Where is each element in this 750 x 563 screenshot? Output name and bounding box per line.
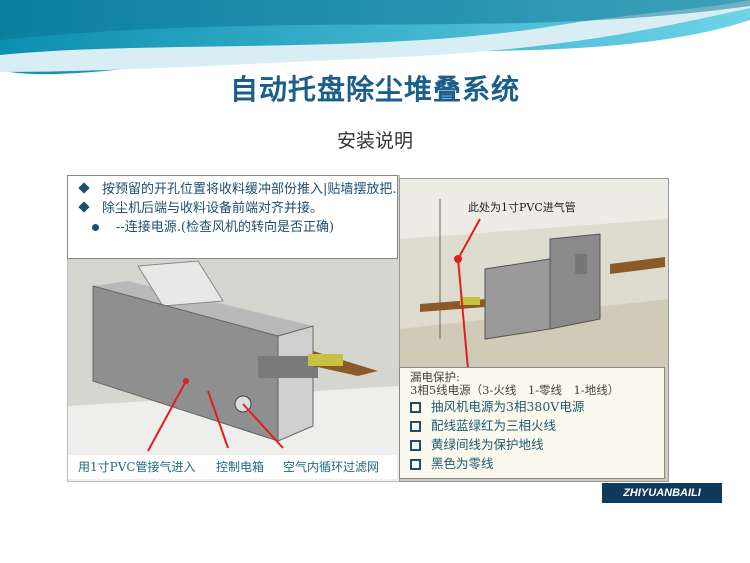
wiring-text: 抽风机电源为3相380V电源 bbox=[431, 399, 585, 414]
instruction-item: 按预留的开孔位置将收料缓冲部份推入|贴墙摆放把. bbox=[68, 180, 397, 199]
instruction-text: 按预留的开孔位置将收料缓冲部份推入|贴墙摆放把. bbox=[102, 182, 397, 197]
caption-filter: 空气内循环过滤网 bbox=[283, 460, 380, 474]
diamond-bullet-icon bbox=[78, 182, 90, 194]
left-instructions-box: 按预留的开孔位置将收料缓冲部份推入|贴墙摆放把. 除尘机后端与收料设备前端对齐并… bbox=[67, 175, 398, 259]
caption-air-inlet: 用1寸PVC管接气进入 bbox=[78, 460, 196, 474]
dot-bullet-icon bbox=[92, 224, 99, 231]
diamond-bullet-icon bbox=[78, 201, 90, 213]
brand-badge: ZHIYUANBAILI bbox=[602, 483, 722, 503]
page-title: 自动托盘除尘堆叠系统 bbox=[229, 73, 520, 106]
wiring-item: 配线蓝绿红为三相火线 bbox=[410, 416, 664, 435]
instruction-item: --连接电源.(检查风机的转向是否正确) bbox=[68, 218, 397, 237]
wiring-text: 配线蓝绿红为三相火线 bbox=[431, 418, 557, 433]
protection-title: 漏电保护: bbox=[410, 370, 460, 384]
square-bullet-icon bbox=[410, 421, 421, 432]
wiring-item: 抽风机电源为3相380V电源 bbox=[410, 397, 664, 416]
page-subtitle: 安装说明 bbox=[336, 130, 413, 152]
wiring-text: 黄绿间线为保护地线 bbox=[431, 437, 544, 452]
wiring-item: 黄绿间线为保护地线 bbox=[410, 435, 664, 454]
instruction-text: --连接电源.(检查风机的转向是否正确) bbox=[116, 220, 335, 235]
right-installation-image: 此处为1寸PVC进气管 bbox=[399, 178, 669, 482]
instruction-text: 除尘机后端与收料设备前端对齐并接。 bbox=[102, 201, 324, 216]
square-bullet-icon bbox=[410, 440, 421, 451]
electrical-protection-box: 漏电保护: 3相5线电源（3-火线 1-零线 1-地线） 抽风机电源为3相380… bbox=[399, 367, 665, 479]
caption-control-box: 控制电箱 bbox=[216, 460, 265, 474]
header-wave-decoration bbox=[0, 0, 750, 75]
instruction-item: 除尘机后端与收料设备前端对齐并接。 bbox=[68, 199, 397, 218]
square-bullet-icon bbox=[410, 402, 421, 413]
wiring-item: 黑色为零线 bbox=[410, 454, 664, 473]
power-description: 3相5线电源（3-火线 1-零线 1-地线） bbox=[410, 383, 620, 397]
wiring-text: 黑色为零线 bbox=[431, 456, 494, 471]
pipe-label: 此处为1寸PVC进气管 bbox=[468, 200, 576, 214]
square-bullet-icon bbox=[410, 459, 421, 470]
